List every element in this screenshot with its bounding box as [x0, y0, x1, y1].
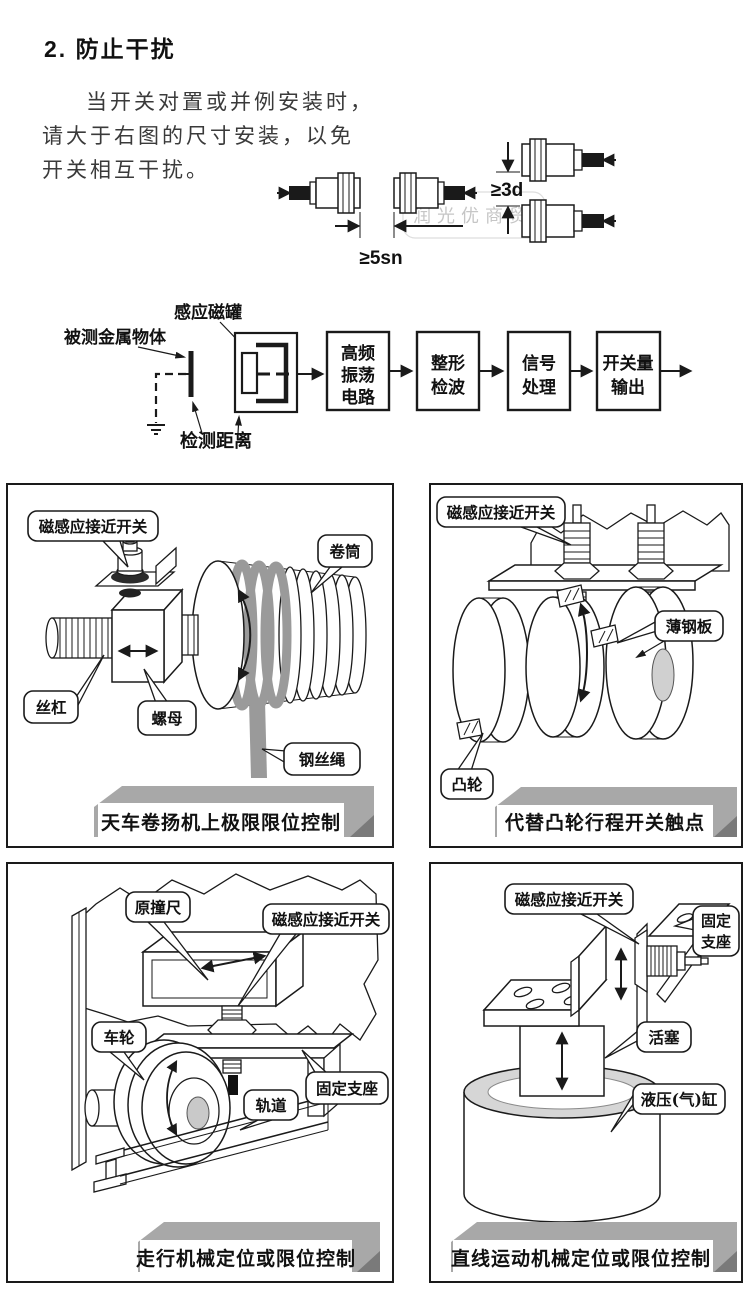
svg-text:卷筒: 卷筒	[328, 542, 360, 561]
callout-rope: 钢丝绳	[261, 742, 361, 776]
side-plate-drawing	[71, 906, 87, 1172]
proximity-switch-drawing-2	[628, 504, 674, 606]
svg-text:开关量: 开关量	[603, 353, 654, 373]
svg-text:磁感应接近开关: 磁感应接近开关	[39, 517, 148, 536]
callout-drum: 卷筒	[310, 534, 373, 594]
panel-caption: 代替凸轮行程开关触点	[504, 811, 705, 834]
paragraph-line-3: 开关相互干扰。	[42, 159, 210, 182]
paragraph-line-2: 请大于右图的尺寸安装，以免	[42, 125, 354, 148]
panel-cam-switch: 磁感应接近开关 薄钢板 凸轮 代替凸轮行程开关触点	[429, 483, 743, 848]
piston-drawing	[519, 1025, 605, 1097]
sensor-stacked-bottom	[521, 199, 616, 243]
spacing-diagram: 润光优商贸 ≥5sn	[277, 138, 616, 269]
mounting-plate-drawing	[486, 564, 724, 591]
svg-text:液压(气)缸: 液压(气)缸	[641, 1090, 718, 1109]
svg-text:固定支座: 固定支座	[316, 1079, 379, 1098]
panel-caption: 走行机械定位或限位控制	[136, 1247, 356, 1270]
callout-rail: 轨道	[239, 1089, 299, 1131]
svg-text:活塞: 活塞	[648, 1028, 680, 1047]
svg-text:螺母: 螺母	[151, 709, 182, 728]
svg-text:磁感应接近开关: 磁感应接近开关	[272, 910, 381, 929]
dimension-3d: ≥3d	[491, 180, 524, 201]
flow-box-signal: 信号 处理	[506, 330, 572, 412]
label-induction-coil: 感应磁罐	[174, 302, 242, 322]
svg-text:整形: 整形	[431, 353, 465, 373]
svg-text:凸轮: 凸轮	[451, 775, 483, 794]
svg-text:磁感应接近开关: 磁感应接近开关	[447, 503, 556, 522]
horizontal-dimension: ≥5sn	[335, 212, 463, 269]
svg-text:输出: 输出	[611, 377, 645, 397]
dimension-5sn: ≥5sn	[359, 248, 402, 269]
svg-text:处理: 处理	[521, 377, 556, 397]
wheel-drawing	[84, 1039, 231, 1168]
paragraph-line-1: 当开关对置或并例安装时，	[86, 91, 374, 114]
bracket-plate-drawing	[482, 924, 608, 1027]
callout-support: 固定 支座	[672, 905, 740, 957]
callout-switch: 磁感应接近开关	[436, 496, 572, 546]
ground-symbol	[147, 372, 186, 435]
drum-drawing	[191, 559, 367, 711]
caption-banner: 直线运动机械定位或限位控制	[451, 1222, 737, 1278]
flow-box-oscillator: 高频 振荡 电路	[325, 330, 391, 412]
callout-switch: 磁感应接近开关	[237, 903, 390, 1007]
steel-plate-patches	[456, 584, 619, 740]
svg-text:支座: 支座	[700, 933, 731, 951]
callout-cylinder: 液压(气)缸	[610, 1083, 726, 1133]
svg-text:高频: 高频	[341, 343, 375, 363]
svg-text:丝杠: 丝杠	[35, 698, 67, 717]
vertical-dimension: ≥3d	[491, 142, 524, 234]
caption-banner: 天车卷扬机上极限限位控制	[94, 786, 374, 839]
callout-steel-plate: 薄钢板	[616, 610, 724, 659]
svg-text:检波: 检波	[431, 377, 466, 397]
svg-text:固定: 固定	[701, 912, 731, 930]
callout-support: 固定支座	[301, 1049, 389, 1105]
label-metal-object: 被测金属物体	[64, 327, 167, 347]
panel-caption: 直线运动机械定位或限位控制	[451, 1247, 711, 1270]
panel-caption: 天车卷扬机上极限限位控制	[101, 811, 341, 834]
svg-text:原撞尺: 原撞尺	[135, 898, 182, 917]
mounting-plate-drawing	[143, 1033, 355, 1095]
watermark-text: 润光优商贸	[413, 206, 533, 227]
caption-banner: 走行机械定位或限位控制	[136, 1222, 380, 1278]
callout-switch: 磁感应接近开关	[27, 510, 159, 568]
flow-box-output: 开关量 输出	[595, 330, 662, 412]
cam-rings-drawing	[452, 586, 694, 743]
label-detection-distance: 检测距离	[180, 430, 252, 451]
callout-wheel: 车轮	[91, 1021, 147, 1081]
callout-switch: 磁感应接近开关	[504, 883, 640, 945]
panel-traveling-machine: 原撞尺 磁感应接近开关 车轮 固定支座 轨道	[6, 862, 394, 1283]
svg-text:车轮: 车轮	[103, 1028, 135, 1047]
svg-text:电路: 电路	[341, 387, 376, 407]
panel-linear-motion: 磁感应接近开关 固定 支座 活塞 液压(气)缸	[429, 862, 743, 1283]
sensor-stacked-top	[521, 138, 616, 182]
svg-text:振荡: 振荡	[341, 365, 375, 385]
svg-text:信号: 信号	[522, 353, 556, 373]
sensor-facing-right	[393, 172, 477, 214]
svg-text:磁感应接近开关: 磁感应接近开关	[515, 890, 624, 909]
svg-text:薄钢板: 薄钢板	[666, 617, 713, 636]
svg-text:钢丝绳: 钢丝绳	[299, 750, 346, 769]
principle-diagram: 感应磁罐 被测金属物体 检测距离 高频 振荡	[64, 302, 693, 451]
svg-text:轨道: 轨道	[255, 1096, 287, 1115]
wire-rope-drawing	[249, 701, 267, 778]
panel-crane-hoist: 磁感应接近开关 卷筒 丝杠 螺母 钢丝绳	[6, 483, 394, 848]
callout-nut: 螺母	[137, 668, 197, 736]
sensor-head	[233, 331, 299, 414]
nut-block-drawing	[110, 588, 184, 684]
sensor-facing-left	[277, 172, 361, 214]
callout-cam: 凸轮	[440, 732, 494, 800]
callout-ruler: 原撞尺	[125, 891, 209, 981]
callout-piston: 活塞	[604, 1021, 692, 1059]
section-heading: 2. 防止干扰	[44, 36, 176, 62]
callout-screw: 丝杠	[23, 654, 105, 724]
flow-box-detector: 整形 检波	[415, 330, 481, 412]
caption-banner: 代替凸轮行程开关触点	[495, 787, 737, 841]
proximity-switch-drawing	[614, 928, 709, 1001]
